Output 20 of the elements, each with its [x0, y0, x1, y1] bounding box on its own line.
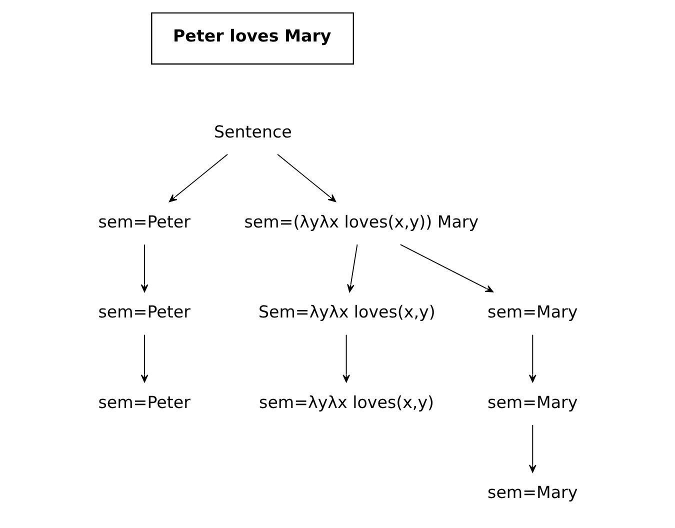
node-box: Peter loves Mary [150, 12, 354, 65]
arrow [140, 334, 148, 382]
arrow [342, 334, 350, 382]
arrow [528, 334, 536, 382]
node-text: Sentence [213, 122, 292, 142]
arrow [346, 244, 358, 292]
node-text: sem=(λyλx loves(x,y)) Mary [244, 212, 478, 232]
arrow [276, 154, 336, 202]
arrow [399, 244, 493, 292]
node-text: sem=λyλx loves(x,y) [258, 392, 434, 412]
node-text: sem=Peter [98, 302, 190, 322]
arrow [528, 424, 536, 473]
arrow [140, 244, 148, 292]
node-text: sem=Peter [98, 212, 190, 232]
arrow [168, 154, 228, 202]
node-text: sem=Mary [487, 392, 578, 412]
node-text: sem=Peter [98, 392, 190, 412]
node-text: Sem=λyλx loves(x,y) [258, 302, 435, 322]
node-text: sem=Mary [487, 302, 578, 322]
node-text: sem=Mary [487, 483, 578, 502]
